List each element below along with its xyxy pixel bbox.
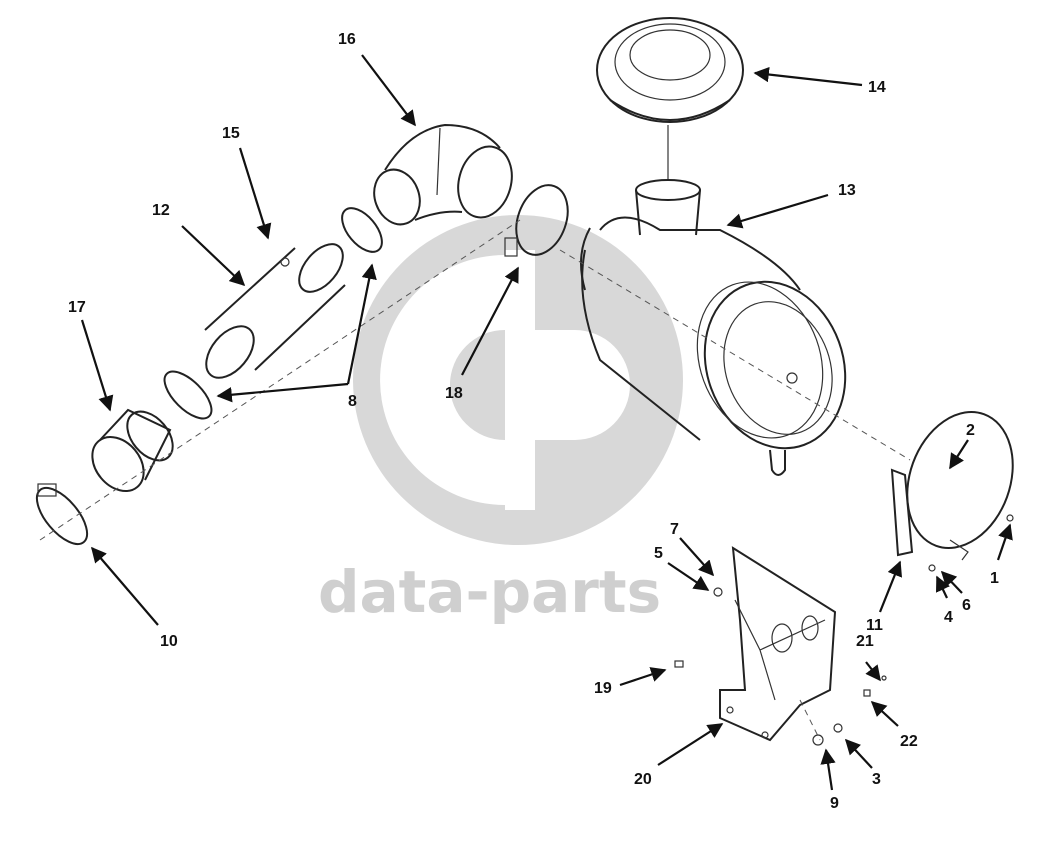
part-14-air-cleaner-cap: [596, 17, 744, 180]
callout-11: 11: [866, 617, 883, 634]
callout-6: 6: [962, 597, 971, 614]
callout-3: 3: [872, 771, 881, 788]
assembly-centerlines: [39, 219, 911, 741]
watermark-text: data-parts: [318, 558, 661, 626]
dp-logo-icon: [353, 215, 683, 545]
callout-18: 18: [445, 385, 463, 402]
callout-5: 5: [654, 545, 663, 562]
callout-13: 13: [838, 182, 856, 199]
part-13-air-cleaner-body: [580, 179, 847, 476]
part-17-coupler: [91, 408, 174, 492]
callout-15: 15: [222, 125, 240, 142]
leader-arrows: [80, 54, 1013, 791]
callout-22: 22: [900, 733, 918, 750]
part-8-clamp-lower: [163, 370, 213, 420]
part-20-bracket: [719, 546, 837, 742]
callout-17: 17: [68, 299, 86, 316]
callout-21: 21: [856, 633, 874, 650]
callout-16: 16: [338, 31, 356, 48]
callout-12: 12: [152, 202, 170, 219]
part-12-tube: [204, 243, 346, 379]
callout-10: 10: [160, 633, 178, 650]
part-10-clamp: [35, 483, 89, 546]
hardware-bolts: [674, 514, 1014, 746]
callout-9: 9: [830, 795, 839, 812]
part-18-clamp: [504, 184, 569, 257]
part-16-elbow: [373, 123, 513, 226]
callout-8: 8: [348, 393, 357, 410]
callout-labels: 14 13 16 15 12 17 8 18 10 2 11 1 6 4 7 5…: [68, 31, 999, 812]
callout-14: 14: [868, 79, 886, 96]
callout-1: 1: [990, 570, 999, 587]
callout-20: 20: [634, 771, 652, 788]
part-11-mounting-band: [890, 411, 1014, 561]
callout-7: 7: [670, 521, 679, 538]
part-8-clamp-upper: [341, 207, 383, 253]
callout-2: 2: [966, 422, 975, 439]
callout-19: 19: [594, 680, 612, 697]
callout-4: 4: [944, 609, 953, 626]
